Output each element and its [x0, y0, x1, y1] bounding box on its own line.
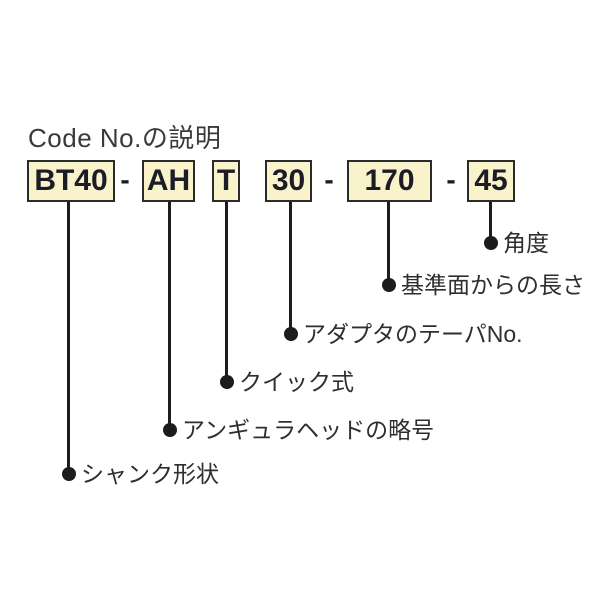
code-box-30: 30 — [265, 160, 312, 202]
code-box-t: T — [212, 160, 240, 202]
bullet-icon — [284, 327, 298, 341]
leader-line-30 — [289, 202, 292, 334]
code-separator-dash: - — [120, 164, 130, 195]
label-angle: 角度 — [503, 230, 549, 256]
label-quick-type: クイック式 — [239, 369, 354, 395]
bullet-icon — [163, 423, 177, 437]
code-separator-dash: - — [446, 164, 456, 195]
label-shank-shape: シャンク形状 — [81, 461, 219, 487]
code-separator-dash: - — [324, 164, 334, 195]
leader-line-45 — [489, 202, 492, 243]
bullet-icon — [62, 467, 76, 481]
code-box-170: 170 — [347, 160, 432, 202]
diagram-title: Code No.の説明 — [28, 123, 222, 153]
label-angular-head-abbreviation: アンギュラヘッドの略号 — [182, 417, 435, 443]
bullet-icon — [484, 236, 498, 250]
code-box-45: 45 — [467, 160, 515, 202]
label-adapter-taper-no: アダプタのテーパNo. — [303, 321, 523, 347]
code-box-bt40: BT40 — [27, 160, 115, 202]
leader-line-bt40 — [67, 202, 70, 474]
bullet-icon — [220, 375, 234, 389]
leader-line-170 — [387, 202, 390, 285]
leader-line-ah — [168, 202, 171, 430]
bullet-icon — [382, 278, 396, 292]
label-length-from-reference-surface: 基準面からの長さ — [401, 272, 585, 298]
code-box-ah: AH — [142, 160, 195, 202]
leader-line-t — [225, 202, 228, 382]
